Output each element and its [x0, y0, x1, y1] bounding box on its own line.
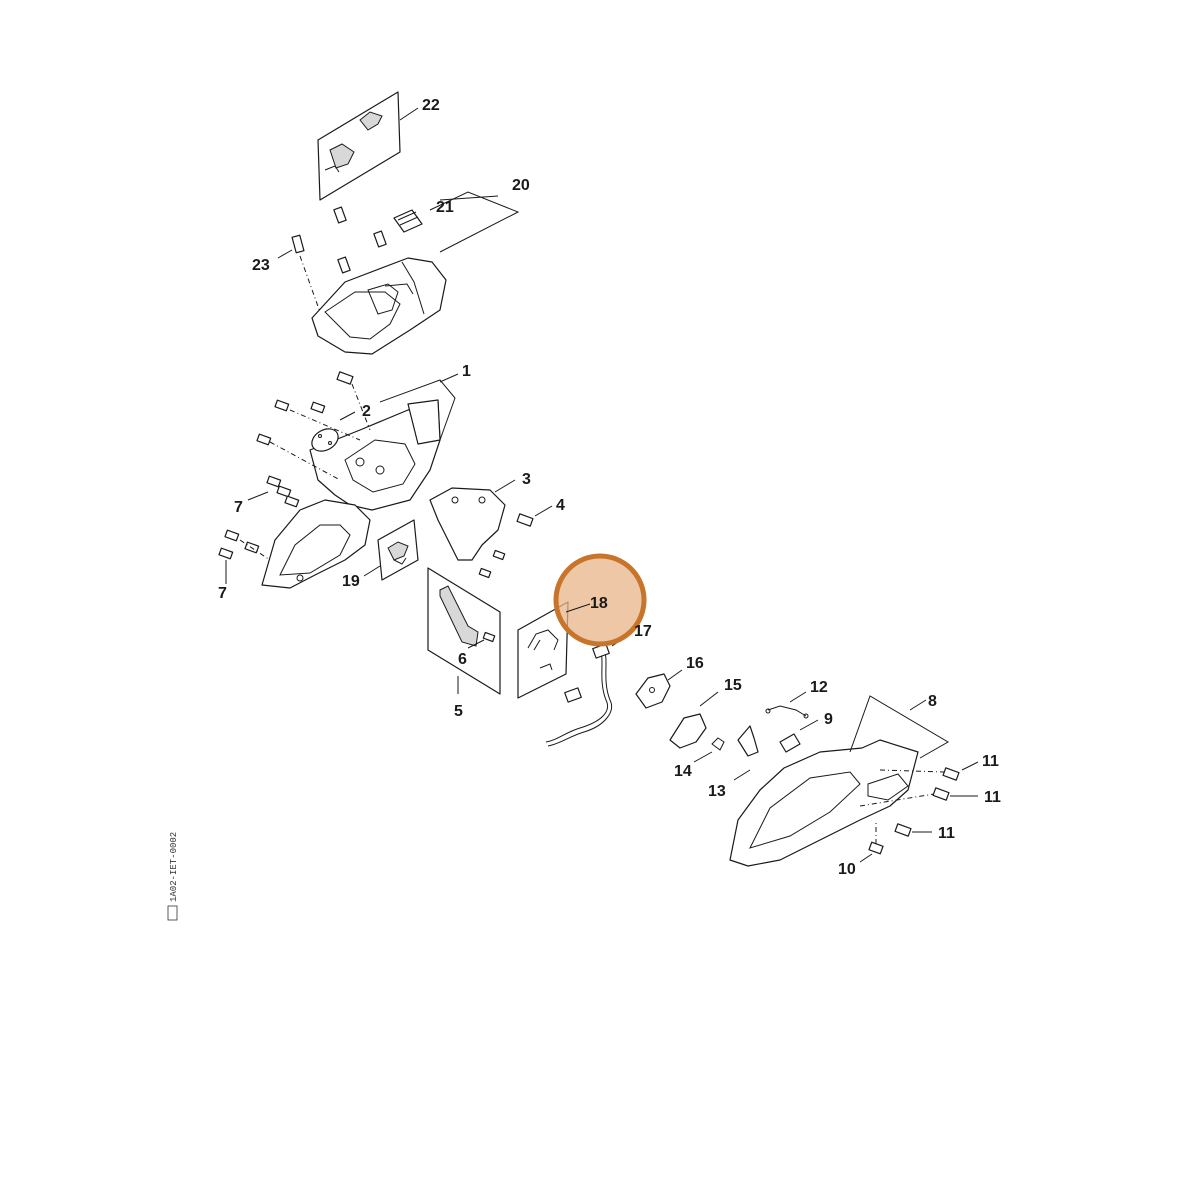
part-22-kit[interactable] — [317, 91, 419, 201]
label-10: 10 — [838, 861, 856, 878]
label-11-b: 11 — [984, 789, 1001, 806]
part-2-gasket[interactable] — [308, 411, 356, 456]
highlight-ring-part-18 — [553, 553, 647, 647]
label-14: 14 — [674, 763, 692, 780]
part-7-housing-lower[interactable] — [261, 499, 371, 589]
label-2: 2 — [362, 403, 371, 420]
label-23: 23 — [252, 257, 270, 274]
part-1-main-housing[interactable] — [309, 373, 459, 511]
part-14-spring[interactable] — [693, 737, 725, 763]
part-15-part[interactable] — [669, 691, 719, 749]
label-20: 20 — [512, 177, 530, 194]
label-8: 8 — [928, 693, 937, 710]
label-16: 16 — [686, 655, 704, 672]
part-18-kit[interactable] — [517, 601, 569, 699]
label-4: 4 — [556, 497, 565, 514]
part-7-screws[interactable] — [218, 399, 361, 561]
label-17: 17 — [634, 623, 652, 640]
part-8-rear-handle[interactable] — [729, 695, 949, 867]
part-11-screws[interactable] — [859, 761, 979, 837]
part-21-screws[interactable] — [333, 206, 423, 274]
label-5: 5 — [454, 703, 463, 720]
drawing-code: 1A02-IET-0002 — [167, 832, 179, 921]
label-3: 3 — [522, 471, 531, 488]
label-9: 9 — [824, 711, 833, 728]
label-18: 18 — [590, 595, 608, 612]
label-6: 6 — [458, 651, 467, 668]
part-9-part[interactable] — [779, 719, 819, 753]
label-1: 1 — [462, 363, 471, 380]
label-7-lower: 7 — [218, 585, 227, 602]
label-13: 13 — [708, 783, 726, 800]
label-12: 12 — [810, 679, 828, 696]
part-13-part[interactable] — [733, 725, 759, 781]
label-15: 15 — [724, 677, 742, 694]
label-11-a: 11 — [982, 753, 999, 770]
label-21: 21 — [436, 199, 454, 216]
label-11-c: 11 — [938, 825, 955, 842]
label-22: 22 — [422, 97, 440, 114]
part-20-top-cover[interactable] — [311, 257, 447, 355]
svg-text:1A02-IET-0002: 1A02-IET-0002 — [169, 832, 179, 902]
part-16-part[interactable] — [635, 669, 683, 709]
part-12-wire[interactable] — [765, 691, 809, 719]
part-4-screw[interactable] — [516, 505, 553, 527]
part-3-bracket[interactable] — [429, 479, 516, 561]
label-7-upper: 7 — [234, 499, 243, 516]
part-10-screw[interactable] — [859, 820, 884, 863]
label-19: 19 — [342, 573, 360, 590]
part-5-kit[interactable] — [427, 567, 501, 695]
part-19-kit[interactable] — [363, 519, 419, 581]
part-23-screw[interactable] — [277, 234, 321, 313]
